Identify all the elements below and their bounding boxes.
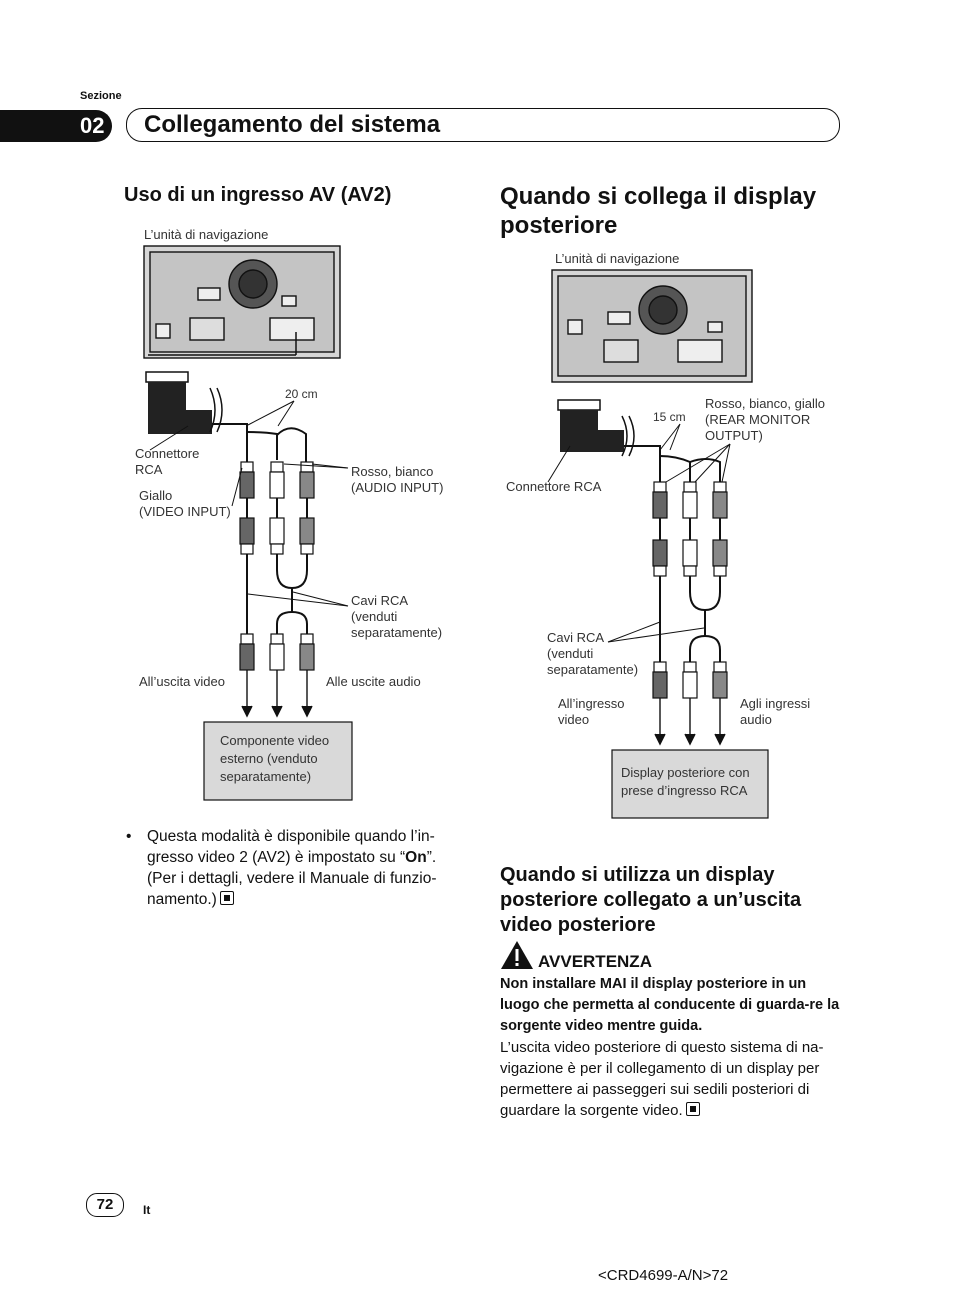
- cable-length-label-right: 15 cm: [653, 410, 686, 424]
- yellow-line1: Giallo: [139, 488, 173, 503]
- bullet-dot: •: [126, 828, 132, 845]
- red-white-line2: (AUDIO INPUT): [351, 480, 444, 495]
- section-number-badge: 02: [0, 110, 112, 142]
- rca-cables-label-right: Cavi RCA (venduti separatamente): [547, 630, 638, 678]
- language-code: It: [143, 1203, 151, 1217]
- video-in-line2: video: [558, 712, 590, 727]
- note-text-after: ”. (Per i dettagli, vedere il Manuale di…: [147, 849, 437, 908]
- av-input-wiring-diagram: [143, 245, 353, 801]
- component-line2: esterno (venduto: [220, 751, 318, 766]
- heading-rear-display: Quando si collega il display posteriore: [500, 183, 817, 239]
- rear-monitor-output-label: Rosso, bianco, giallo (REAR MONITOR OUTP…: [705, 396, 825, 444]
- nav-unit-label-left: L’unità di navigazione: [144, 227, 269, 242]
- cables-right-line1: Cavi RCA: [547, 630, 605, 645]
- rgy-line2: (REAR MONITOR: [705, 412, 811, 427]
- page-number: 72: [86, 1193, 124, 1217]
- to-audio-outputs-label: Alle uscite audio: [326, 674, 421, 689]
- to-video-input-label: All’ingresso video: [558, 696, 624, 728]
- red-white-audio-input-label: Rosso, bianco (AUDIO INPUT): [351, 464, 443, 496]
- rgy-line1: Rosso, bianco, giallo: [705, 396, 825, 411]
- heading-av-input: Uso di un ingresso AV (AV2): [124, 184, 392, 206]
- cables-right-line3: separatamente): [547, 662, 639, 677]
- external-video-component-label: Componente video esterno (venduto separa…: [220, 732, 329, 786]
- component-line3: separatamente): [220, 769, 312, 784]
- section-title-frame: [126, 108, 840, 142]
- note-text-bold: On: [405, 849, 427, 866]
- document-code: <CRD4699-A/N>72: [598, 1267, 729, 1284]
- note-text-before: Questa modalità è disponibile quando l’i…: [147, 828, 435, 866]
- heading-rear-video-output: Quando si utilizza un display posteriore…: [500, 864, 802, 936]
- warning-icon: [501, 941, 533, 969]
- rca-cables-label-left: Cavi RCA (venduti separatamente): [351, 593, 442, 641]
- end-mark-icon: [219, 891, 234, 905]
- nav-unit-label-right: L’unità di navigazione: [555, 251, 680, 266]
- warning-bold-text: Non installare MAI il display posteriore…: [500, 976, 840, 1034]
- section-label: Sezione: [80, 90, 122, 102]
- to-audio-inputs-label: Agli ingressi audio: [740, 696, 810, 728]
- rear-display-label: Display posteriore con prese d’ingresso …: [621, 764, 750, 800]
- cable-length-label-left: 20 cm: [285, 387, 318, 401]
- yellow-video-input-label: Giallo (VIDEO INPUT): [139, 488, 231, 520]
- yellow-line2: (VIDEO INPUT): [139, 504, 231, 519]
- cables-line1: Cavi RCA: [351, 593, 409, 608]
- to-video-output-label: All’uscita video: [139, 674, 225, 689]
- warning-title: AVVERTENZA: [538, 952, 652, 971]
- av2-note-text: Questa modalità è disponibile quando l’i…: [147, 826, 467, 910]
- cables-line2: (venduti: [351, 609, 398, 624]
- section-number: 02: [80, 113, 105, 138]
- section-title: Collegamento del sistema: [144, 111, 441, 138]
- display-line2: prese d’ingresso RCA: [621, 783, 748, 798]
- warning-body: L’uscita video posteriore di questo sist…: [500, 1037, 845, 1121]
- rca-connector-label-right: Connettore RCA: [506, 479, 602, 494]
- red-white-line1: Rosso, bianco: [351, 464, 434, 479]
- end-mark-icon: [685, 1102, 700, 1116]
- rgy-line3: OUTPUT): [705, 428, 763, 443]
- audio-in-line1: Agli ingressi: [740, 696, 811, 711]
- cables-right-line2: (venduti: [547, 646, 594, 661]
- rca-connector-line2: RCA: [135, 462, 163, 477]
- video-in-line1: All’ingresso: [558, 696, 625, 711]
- rca-connector-line1: Connettore: [135, 446, 200, 461]
- warning-body-text: L’uscita video posteriore di questo sist…: [500, 1039, 824, 1119]
- audio-in-line2: audio: [740, 712, 772, 727]
- display-line1: Display posteriore con: [621, 765, 750, 780]
- rca-connector-label-left: Connettore RCA: [135, 446, 199, 478]
- component-line1: Componente video: [220, 733, 330, 748]
- cables-line3: separatamente): [351, 625, 443, 640]
- rear-display-wiring-diagram: [547, 269, 769, 819]
